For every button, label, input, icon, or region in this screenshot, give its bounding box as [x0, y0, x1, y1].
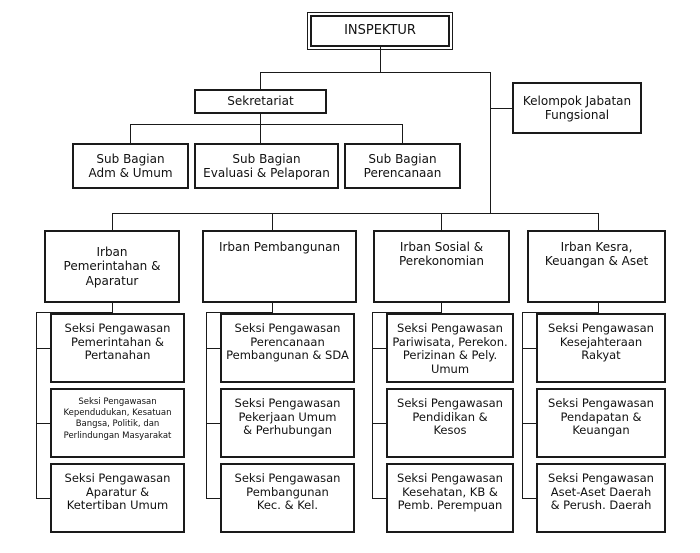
node-sekretariat-label: Sekretariat: [227, 94, 294, 109]
connector-sekretariat-bottom: [260, 114, 261, 125]
connector-seksi-stub-4-3: [522, 498, 536, 499]
node-inspektur-label: INSPEKTUR: [344, 23, 416, 39]
connector-seksi-spine-4: [522, 312, 523, 498]
node-sekretariat[interactable]: Sekretariat: [194, 89, 327, 114]
connector-seksi-spine-2: [206, 312, 207, 498]
node-irban-sosial-perekonomian[interactable]: Irban Sosial &Perekonomian: [373, 230, 510, 303]
connector-seksi-spine-1: [36, 312, 37, 498]
connector-seksi-stub-3-1: [372, 348, 386, 349]
node-irban-pembangunan[interactable]: Irban Pembangunan: [202, 230, 357, 303]
connector-seksi-stub-2-1: [206, 348, 220, 349]
connector-irban-drop-3: [441, 213, 442, 230]
connector-seksi-elbow-4: [522, 312, 599, 313]
connector-seksi-stub-4-2: [522, 423, 536, 424]
connector-subbagian-drop-1: [130, 124, 131, 143]
connector-seksi-stub-3-3: [372, 498, 386, 499]
connector-seksi-elbow-1: [36, 312, 113, 313]
connector-seksi-stem-1: [112, 303, 113, 312]
connector-staff-stub: [490, 108, 514, 109]
connector-irban-drop-2: [272, 213, 273, 230]
connector-seksi-elbow-3: [372, 312, 442, 313]
connector-seksi-stub-2-2: [206, 423, 220, 424]
connector-seksi-stub-2-3: [206, 498, 220, 499]
node-irban-kesra-keuangan-aset-label: Irban Kesra,Keuangan & Aset: [544, 240, 649, 269]
node-irban-pembangunan-label: Irban Pembangunan: [218, 240, 341, 254]
connector-sekretariat-down: [260, 72, 261, 89]
connector-seksi-stem-4: [598, 303, 599, 312]
connector-seksi-stub-1-3: [36, 498, 50, 499]
connector-right-trunk: [490, 72, 491, 214]
connector-subbagian-drop-2: [260, 124, 261, 143]
connector-seksi-elbow-2: [206, 312, 273, 313]
connector-seksi-stub-3-2: [372, 423, 386, 424]
node-irban-sosial-perekonomian-label: Irban Sosial &Perekonomian: [398, 240, 485, 269]
connector-seksi-stub-1-1: [36, 348, 50, 349]
connector-seksi-stem-2: [272, 303, 273, 312]
connector-irban-drop-1: [112, 213, 113, 230]
connector-subbagian-drop-3: [402, 124, 403, 143]
connector-seksi-stem-3: [441, 303, 442, 312]
connector-seksi-stub-4-1: [522, 348, 536, 349]
connector-seksi-stub-1-2: [36, 423, 50, 424]
connector-seksi-spine-3: [372, 312, 373, 498]
connector-irban-drop-4: [598, 213, 599, 230]
node-irban-kesra-keuangan-aset[interactable]: Irban Kesra,Keuangan & Aset: [527, 230, 666, 303]
connector-inspektur-down: [380, 47, 381, 72]
node-inspektur[interactable]: INSPEKTUR: [307, 12, 453, 50]
connector-irban-bar: [112, 213, 599, 214]
connector-subbagian-bar: [130, 124, 402, 125]
connector-top-bar: [260, 72, 491, 73]
